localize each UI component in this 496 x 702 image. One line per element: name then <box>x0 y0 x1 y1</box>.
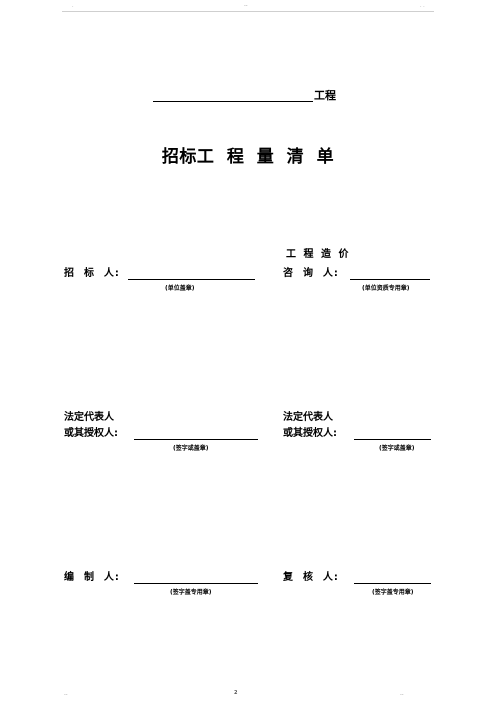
reviewer-note: (签字盖专用章) <box>372 589 414 596</box>
page-number: 2 <box>234 690 238 696</box>
header-mark-left: . <box>72 3 74 9</box>
reviewer-label: 复 核 人: <box>283 571 339 584</box>
consultant-label-text: 咨 询 人: <box>283 268 339 279</box>
legal-rep-right-line1: 法定代表人 <box>283 412 333 423</box>
legal-rep-right-line2: 或其授权人: <box>283 428 337 439</box>
header-rule <box>62 11 434 12</box>
tenderer-label-text: 招 标 人: <box>64 268 120 279</box>
legal-rep-left-signature-line <box>134 439 258 440</box>
document-title: 招标工 程 量 清 单 <box>161 147 335 167</box>
reviewer-signature-line <box>354 583 431 584</box>
legal-rep-right-signature-line <box>354 439 431 440</box>
reviewer-label-text: 复 核 人: <box>283 572 339 583</box>
consultant-heading: 工 程 造 价 <box>286 249 351 260</box>
consultant-signature-line <box>350 279 430 280</box>
footer-mark-left: -- <box>64 692 68 698</box>
compiler-signature-line <box>134 583 258 584</box>
consultant-label: 咨 询 人: <box>283 267 339 280</box>
project-suffix: 工程 <box>314 89 336 102</box>
compiler-label: 编 制 人: <box>64 571 120 584</box>
legal-rep-left-line1: 法定代表人 <box>64 412 114 423</box>
legal-rep-left-line2: 或其授权人: <box>64 428 118 439</box>
compiler-note: (签字盖专用章) <box>170 589 212 596</box>
legal-rep-left-note: (签字或盖章) <box>173 445 209 452</box>
tenderer-label: 招 标 人: <box>64 267 128 280</box>
consultant-note: (单位资质专用章) <box>362 285 410 292</box>
tenderer-signature-line <box>128 279 255 280</box>
project-name-blank <box>153 101 313 102</box>
tenderer-note: (单位盖章) <box>165 285 195 292</box>
footer-mark-right: -- <box>400 692 404 698</box>
legal-rep-right-note: (签字或盖章) <box>379 445 415 452</box>
header-mark-center: -- <box>244 3 248 9</box>
header-mark-right: . . <box>420 3 425 9</box>
compiler-label-text: 编 制 人: <box>64 572 120 583</box>
